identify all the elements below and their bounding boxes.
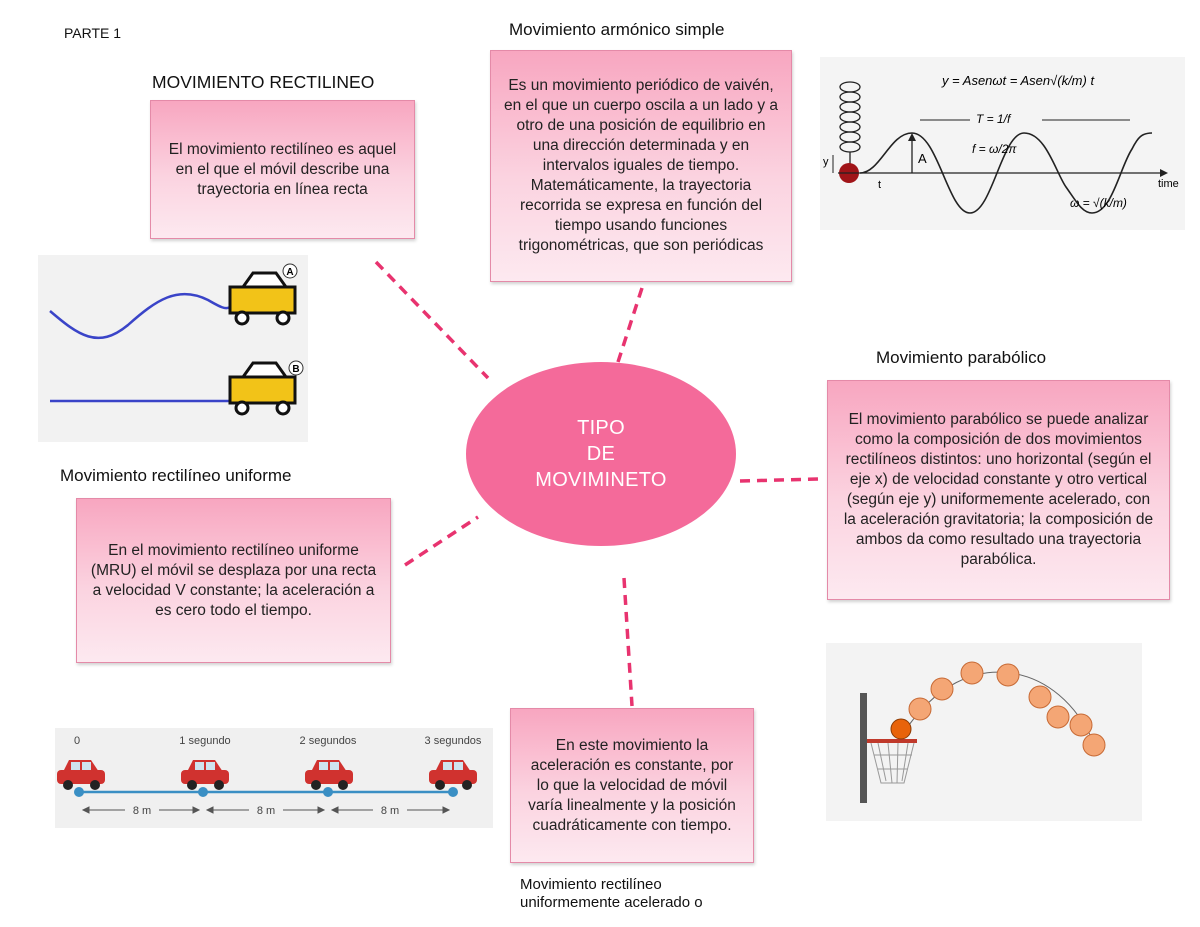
distance-1: 8 m <box>133 805 151 817</box>
connector-mru <box>404 515 479 567</box>
car-b <box>228 361 297 416</box>
mrua-caption: Movimiento rectilíneo uniformemente acel… <box>520 876 703 911</box>
connector-mrua <box>622 577 634 707</box>
time-label: time <box>1158 178 1179 190</box>
parabolico-figure <box>826 643 1142 821</box>
connector-parabolico <box>739 477 821 483</box>
uniform-motion-figure: 0 1 segundo 2 segundos 3 segundos <box>57 735 482 817</box>
distance-2: 8 m <box>257 805 275 817</box>
basketball <box>890 718 912 740</box>
cars-row <box>57 760 477 790</box>
center-line-3: MOVIMINETO <box>535 469 667 491</box>
center-ellipse: TIPO DE MOVIMINETO <box>466 362 736 546</box>
sine-wave <box>859 132 1153 214</box>
frequency-label: f = ω/2π <box>972 142 1017 156</box>
backboard <box>860 693 867 803</box>
rectilineo-figure: A B <box>38 255 308 442</box>
basketball-figure <box>860 661 1106 803</box>
balls <box>908 661 1106 757</box>
mark-0: 0 <box>74 735 80 747</box>
omega-label: ω = √(k/m) <box>1070 196 1127 210</box>
armonico-box: Es un movimiento periódico de vaivén, en… <box>490 50 792 282</box>
distance-3: 8 m <box>381 805 399 817</box>
connector-armonico <box>616 287 644 363</box>
mark-2: 2 segundos <box>300 735 357 747</box>
curved-trajectory <box>49 292 231 340</box>
mrua-box: En este movimiento la aceleración es con… <box>510 708 754 863</box>
connector-rectilineo <box>374 260 490 380</box>
sine-wave-figure: y = Asenωt = Asen√(k/m) t time y t A T =… <box>823 73 1179 214</box>
label-a: A <box>286 267 293 278</box>
y-label: y <box>823 156 829 168</box>
mru-title: Movimiento rectilíneo uniforme <box>60 466 292 485</box>
armonico-text: Es un movimiento periódico de vaivén, en… <box>503 77 779 254</box>
net <box>870 742 915 784</box>
armonico-figure: y = Asenωt = Asen√(k/m) t time y t A T =… <box>820 57 1185 230</box>
parabolico-text: El movimiento parabólico se puede analiz… <box>843 411 1154 568</box>
hoop <box>867 739 917 743</box>
mru-text: En el movimiento rectilíneo uniforme (MR… <box>90 541 377 619</box>
mru-box: En el movimiento rectilíneo uniforme (MR… <box>76 498 391 663</box>
mark-3: 3 segundos <box>425 735 482 747</box>
rectilineo-text: El movimiento rectilíneo es aquel en el … <box>168 140 397 198</box>
cars-trajectory-figure: A B <box>49 263 304 416</box>
car-a <box>228 271 297 326</box>
label-b: B <box>292 364 299 375</box>
parabolico-box: El movimiento parabólico se puede analiz… <box>827 380 1170 600</box>
amplitude-label: A <box>918 151 927 166</box>
mark-1: 1 segundo <box>179 735 230 747</box>
rectilineo-box: El movimiento rectilíneo es aquel en el … <box>150 100 415 239</box>
mru-figure: 0 1 segundo 2 segundos 3 segundos <box>55 728 493 828</box>
center-line-1: TIPO <box>577 417 625 439</box>
period-label: T = 1/f <box>976 112 1012 126</box>
rectilineo-title: MOVIMIENTO RECTILINEO <box>152 72 375 92</box>
center-line-2: DE <box>586 443 616 465</box>
spring <box>839 81 861 165</box>
page-label: PARTE 1 <box>64 25 122 41</box>
mrua-text: En este movimiento la aceleración es con… <box>528 736 736 834</box>
parabolico-title: Movimiento parabólico <box>876 348 1047 367</box>
armonico-title: Movimiento armónico simple <box>509 20 725 39</box>
t-label: t <box>878 179 881 191</box>
equation: y = Asenωt = Asen√(k/m) t <box>941 73 1096 88</box>
